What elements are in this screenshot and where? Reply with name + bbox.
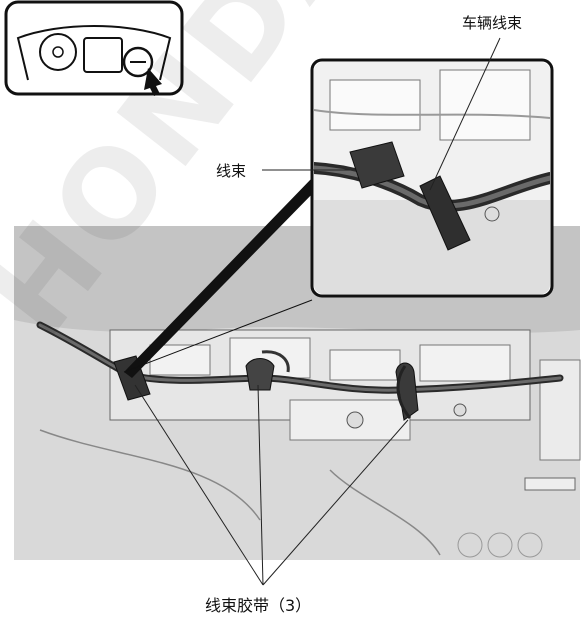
- zoom-connector: [123, 178, 318, 378]
- harness-band-2: [245, 350, 290, 391]
- detail-inset: [262, 37, 554, 298]
- dashboard-location-icon: [4, 0, 184, 96]
- harness-band-3: [395, 362, 419, 421]
- band-leader-lines: [134, 384, 409, 586]
- callout-harness: 线束: [216, 162, 247, 180]
- callout-harness-bands: 线束胶带（3）: [205, 596, 312, 615]
- callout-vehicle-harness: 车辆线束: [462, 14, 523, 32]
